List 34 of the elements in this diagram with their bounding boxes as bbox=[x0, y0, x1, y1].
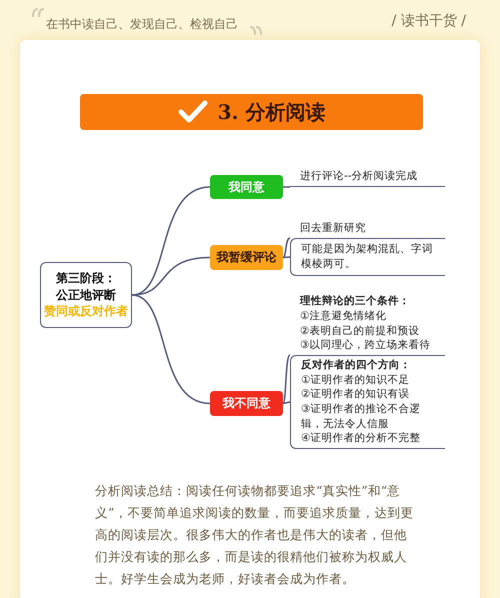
connector-line bbox=[282, 354, 290, 404]
node-text: 我不同意 bbox=[222, 395, 270, 412]
category-tag: / 读书干货 / bbox=[392, 12, 466, 30]
topic-box bbox=[40, 262, 132, 328]
node-text: 理性辩论的三个条件： bbox=[300, 294, 411, 309]
node-text: ①注意避免情绪化 bbox=[300, 308, 388, 324]
connector-line bbox=[283, 186, 290, 188]
node-text: ①证明作者的知识不足 bbox=[301, 372, 410, 388]
node-text: ③证明作者的推论不合逻辑，无法令人信服 bbox=[301, 402, 422, 432]
branch-box bbox=[210, 175, 283, 199]
branch-box bbox=[210, 245, 283, 270]
summary-paragraph: 分析阅读总结：阅读任何读物都要追求“真实性”和“意义”，不要简单追求阅读的数量，而要追求质量，达到更高的阅读层次。很多伟大的作者也是伟大的读者，但他们并没有读的那么多，而是读的很精他们被称为权威人士。好学生会成为老师，好读者会成为作者。 bbox=[95, 482, 414, 588]
connector-line bbox=[132, 294, 210, 404]
node-text: 我暂缓评论 bbox=[216, 249, 276, 266]
node-text: ④证明作者的分析不完整 bbox=[301, 431, 422, 446]
node-text: 第三阶段：公正地评断 bbox=[54, 270, 117, 304]
node-text: 反对作者的四个方向： bbox=[301, 358, 412, 373]
connector-line bbox=[132, 256, 210, 296]
leaf-box bbox=[290, 238, 445, 276]
leaf-box bbox=[290, 355, 445, 449]
node-text: ②证明作者的知识有误 bbox=[301, 387, 410, 402]
node-text: ③以同理心，跨立场来看待 bbox=[300, 338, 432, 353]
node-text: 赞同或反对作者 bbox=[44, 303, 128, 320]
node-text: 我同意 bbox=[228, 178, 264, 196]
node-text: 可能是因为架构混乱、字词模棱两可。 bbox=[301, 242, 434, 272]
connector-line bbox=[282, 256, 290, 258]
connector-line bbox=[282, 401, 290, 404]
title: 3. 分析阅读 bbox=[218, 98, 326, 126]
branch-box bbox=[210, 391, 283, 416]
connector-line bbox=[282, 237, 290, 258]
node-text: ②表明自己的前提和预设 bbox=[300, 324, 420, 338]
motto-text: 在书中读自己、发现自己、检视自己 bbox=[46, 16, 238, 33]
node-text: 回去重新研究 bbox=[300, 221, 367, 236]
node-text: 进行评论--分析阅读完成 bbox=[300, 169, 419, 184]
